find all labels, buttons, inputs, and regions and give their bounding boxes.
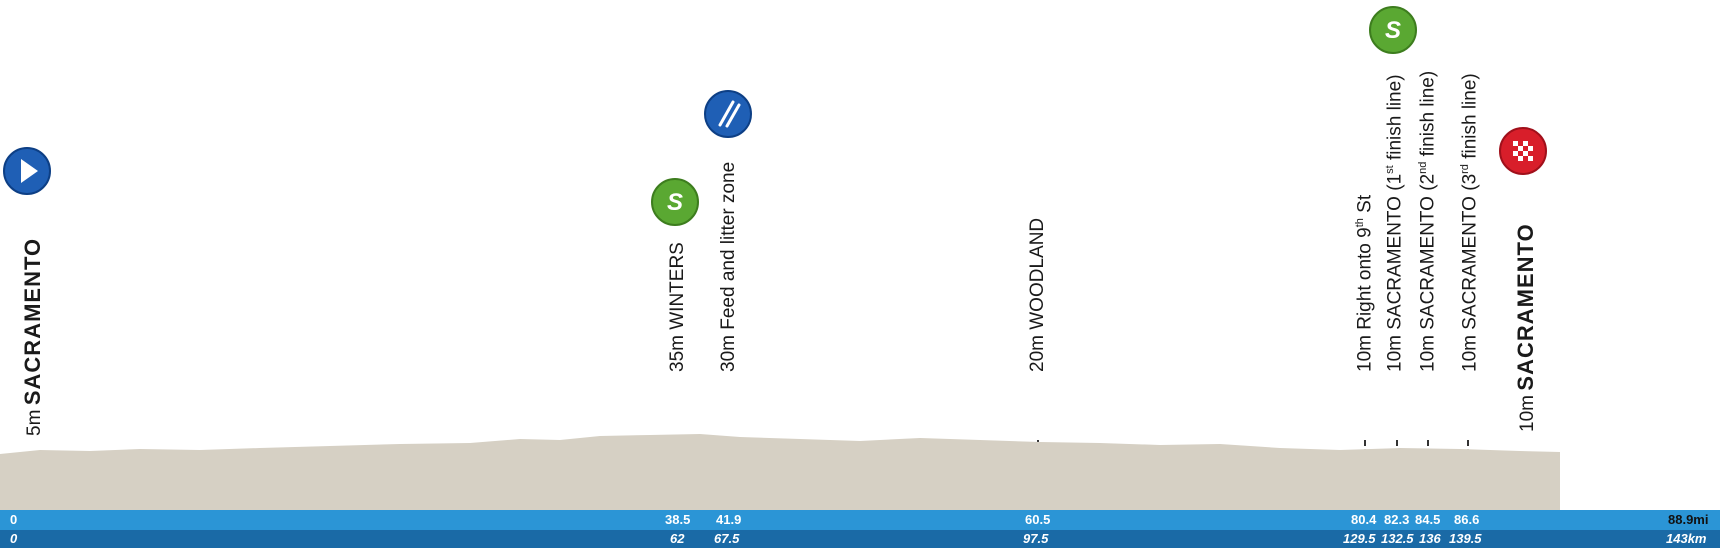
- distance-km: 129.5: [1343, 531, 1376, 546]
- distance-km: 97.5: [1023, 531, 1049, 546]
- distance-miles-band: [0, 510, 1720, 530]
- finish-flag-icon: [1499, 127, 1547, 175]
- distance-km: 62: [670, 531, 685, 546]
- waypoint-label-finish-3: 10m SACRAMENTO (3rd finish line): [1459, 73, 1481, 372]
- waypoint-label-woodland: 20m WOODLAND: [1027, 217, 1048, 372]
- axis-total-km: 143km: [1666, 531, 1707, 546]
- waypoint-label-finish-2: 10m SACRAMENTO (2nd finish line): [1417, 70, 1439, 372]
- distance-mi: 84.5: [1415, 512, 1441, 527]
- waypoint-label-winters: 35m WINTERS: [667, 242, 688, 372]
- waypoint-label-9th-st: 10m Right onto 9th St: [1354, 194, 1376, 372]
- axis-total-mi: 88.9mi: [1668, 512, 1709, 527]
- axis-start-km: 0: [10, 531, 18, 546]
- distance-mi: 86.6: [1454, 512, 1480, 527]
- start-town: SACRAMENTO: [20, 237, 45, 406]
- distance-km: 139.5: [1449, 531, 1482, 546]
- finish-town: SACRAMENTO: [1513, 223, 1538, 391]
- sprint-icon: S: [651, 178, 699, 226]
- distance-km: 136: [1419, 531, 1441, 546]
- sprint-letter: S: [1385, 17, 1401, 44]
- feed-zone-icon: [704, 90, 752, 138]
- start-label: 5m SACRAMENTO: [20, 238, 46, 436]
- sprint-letter: S: [667, 189, 683, 216]
- distance-km: 67.5: [714, 531, 740, 546]
- waypoint-label-feed-zone: 30m Feed and litter zone: [718, 161, 739, 372]
- distance-km: 132.5: [1381, 531, 1414, 546]
- elevation-profile: [0, 434, 1560, 512]
- sprint-icon: S: [1369, 6, 1417, 54]
- finish-label: 10m SACRAMENTO: [1513, 223, 1539, 432]
- distance-km-band: [0, 530, 1720, 548]
- distance-mi: 60.5: [1025, 512, 1051, 527]
- start-play-icon: [3, 147, 51, 195]
- waypoint-label-finish-1: 10m SACRAMENTO (1st finish line): [1384, 74, 1406, 372]
- distance-mi: 38.5: [665, 512, 691, 527]
- distance-mi: 82.3: [1384, 512, 1410, 527]
- axis-start-mi: 0: [10, 512, 18, 527]
- distance-mi: 80.4: [1351, 512, 1377, 527]
- distance-mi: 41.9: [716, 512, 742, 527]
- finish-altitude: 10m: [1517, 395, 1538, 432]
